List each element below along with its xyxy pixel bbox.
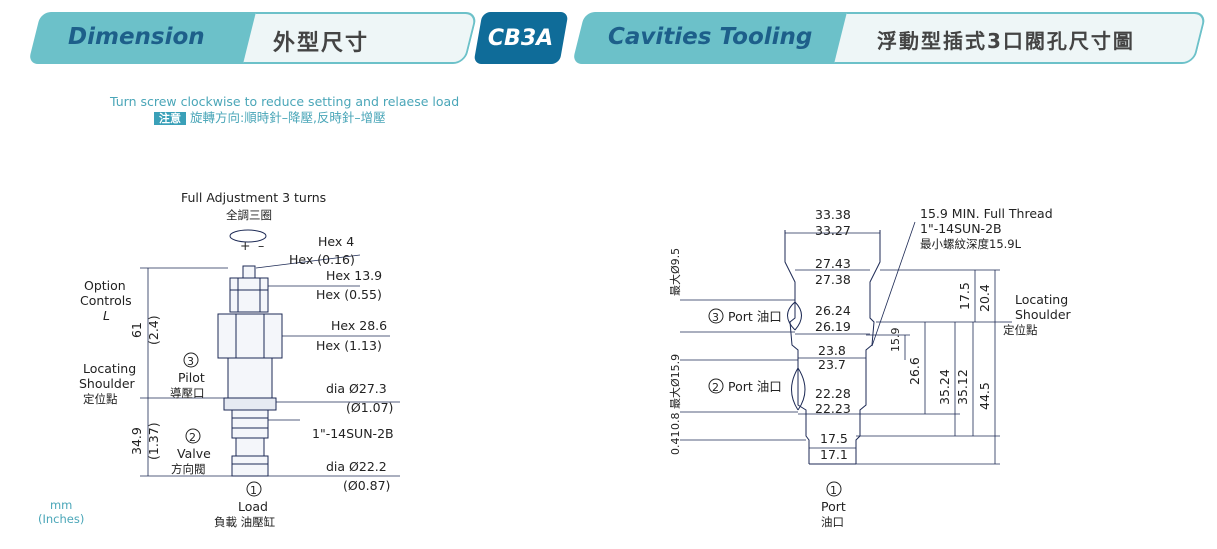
dim-61-inch: (2.4) bbox=[146, 315, 161, 345]
dim-349: 34.9 bbox=[129, 427, 144, 455]
cavity-d1: 33.38 bbox=[815, 207, 851, 222]
adjust-minus: – bbox=[258, 238, 264, 253]
dim-349-inch: (1.37) bbox=[146, 422, 161, 460]
hex28-label: Hex 28.6 bbox=[331, 318, 387, 333]
cavity-d9: 22.28 bbox=[815, 386, 851, 401]
valve-port-cn: 方向閥 bbox=[171, 462, 206, 476]
cavity-max95: 最大Ø9.5 bbox=[668, 248, 682, 296]
cavity-d4: 27.38 bbox=[815, 272, 851, 287]
cavity-v3512: 35.12 bbox=[955, 369, 970, 405]
cavity-thread-1: 15.9 MIN. Full Thread bbox=[920, 206, 1053, 221]
option-controls-2: Controls bbox=[80, 293, 132, 308]
thread-section bbox=[231, 409, 269, 439]
hex-nut-small bbox=[229, 277, 269, 313]
cavities-tab: Cavities Tooling 浮動型插式3口閥孔尺寸圖 bbox=[572, 12, 1207, 64]
cavity-d8: 23.7 bbox=[818, 357, 846, 372]
hex4-inch: Hex (0.16) bbox=[289, 252, 355, 267]
spool-section bbox=[235, 437, 265, 457]
cavity-port2: Port 油口 bbox=[728, 379, 782, 394]
valve-port-en: Valve bbox=[177, 446, 211, 461]
hex-body-large bbox=[217, 313, 283, 359]
cavity-port3: Port 油口 bbox=[728, 309, 782, 324]
valve-nose bbox=[231, 455, 269, 477]
adjust-screw bbox=[242, 265, 256, 279]
cavity-d7: 23.8 bbox=[818, 343, 846, 358]
locating-shoulder bbox=[223, 397, 277, 411]
cavity-d10: 22.23 bbox=[815, 401, 851, 416]
cavity-thread-2: 1"-14SUN-2B bbox=[920, 221, 1002, 236]
dimension-tab: Dimension 外型尺寸 bbox=[28, 12, 478, 64]
hex13-inch: Hex (0.55) bbox=[316, 287, 382, 302]
cavity-d3: 27.43 bbox=[815, 256, 851, 271]
cavities-title: Cavities Tooling bbox=[608, 24, 813, 50]
pilot-port-cn: 導壓口 bbox=[170, 386, 205, 400]
hex4-label: Hex 4 bbox=[318, 234, 354, 249]
cavity-d2: 33.27 bbox=[815, 223, 851, 238]
cavity-v445: 44.5 bbox=[977, 382, 992, 410]
cavity-outline bbox=[784, 230, 881, 465]
cavity-thread-cn: 最小螺紋深度15.9L bbox=[920, 237, 1022, 251]
cavity-d12: 17.1 bbox=[820, 447, 848, 462]
adjust-note-cn: 旋轉方向:順時針–降壓,反時針–增壓 bbox=[190, 110, 386, 125]
cavity-v3524: 35.24 bbox=[937, 369, 952, 405]
cavity-d5: 26.24 bbox=[815, 303, 851, 318]
cavity-locating-2: Shoulder bbox=[1015, 307, 1072, 322]
load-port-en: Load bbox=[238, 499, 268, 514]
cavity-v175: 17.5 bbox=[957, 282, 972, 310]
adjust-note-cn-row: 注意旋轉方向:順時針–降壓,反時針–增壓 bbox=[110, 110, 459, 127]
adjust-note: Turn screw clockwise to reduce setting a… bbox=[110, 94, 459, 127]
option-controls-1: Option bbox=[84, 278, 126, 293]
option-controls-l: L bbox=[103, 308, 110, 323]
cavity-d11: 17.5 bbox=[820, 431, 848, 446]
cavity-v266: 26.6 bbox=[907, 357, 922, 385]
cavity-port1-number: 1 bbox=[830, 484, 837, 497]
units-inches: (Inches) bbox=[38, 512, 85, 526]
rotation-arrow-icon bbox=[229, 229, 267, 243]
cavity-d6: 26.19 bbox=[815, 319, 851, 334]
cavity-port1-en: Port bbox=[821, 499, 846, 514]
load-port-number: 1 bbox=[250, 484, 257, 497]
note-badge: 注意 bbox=[154, 112, 186, 125]
cavity-port1-cn: 油口 bbox=[821, 515, 844, 529]
cavity-min041: 0.41 bbox=[669, 431, 682, 456]
cavity-locating-1: Locating bbox=[1015, 292, 1068, 307]
locating-1: Locating bbox=[83, 361, 136, 376]
adjust-plus: + bbox=[240, 238, 250, 253]
cavity-locating-cn: 定位點 bbox=[1003, 323, 1038, 337]
units-legend: mm (Inches) bbox=[38, 498, 84, 526]
dia22-inch: (Ø0.87) bbox=[343, 478, 390, 493]
units-mm: mm bbox=[49, 498, 73, 512]
cavity-port2-number: 2 bbox=[712, 381, 719, 394]
valve-body bbox=[227, 357, 273, 399]
full-adjust-cn: 全調三圈 bbox=[226, 208, 272, 222]
full-adjust-en: Full Adjustment 3 turns bbox=[181, 190, 326, 205]
valve-thread-label: 1"-14SUN-2B bbox=[312, 426, 394, 441]
hex13-label: Hex 13.9 bbox=[326, 268, 382, 283]
dia27-inch: (Ø1.07) bbox=[346, 400, 393, 415]
cavities-title-cn: 浮動型插式3口閥孔尺寸圖 bbox=[877, 29, 1135, 53]
adjust-note-en: Turn screw clockwise to reduce setting a… bbox=[110, 94, 460, 109]
dimension-title-cn: 外型尺寸 bbox=[273, 31, 370, 56]
cavity-v204: 20.4 bbox=[977, 284, 992, 312]
pilot-port-number: 3 bbox=[187, 355, 194, 368]
valve-port-number: 2 bbox=[189, 431, 196, 444]
cavity-v159: 15.9 bbox=[889, 328, 902, 353]
pilot-port-en: Pilot bbox=[178, 370, 205, 385]
cavity-port3-number: 3 bbox=[712, 311, 719, 324]
dia22-label: dia Ø22.2 bbox=[326, 459, 387, 474]
hex28-inch: Hex (1.13) bbox=[316, 338, 382, 353]
dimension-title: Dimension bbox=[68, 24, 205, 50]
cavity-max159: 0.8 最大Ø15.9 bbox=[668, 354, 682, 430]
locating-cn: 定位點 bbox=[83, 392, 118, 406]
dim-61: 61 bbox=[129, 322, 144, 338]
locating-2: Shoulder bbox=[79, 376, 136, 391]
dia27-label: dia Ø27.3 bbox=[326, 381, 387, 396]
load-port-cn: 負載 油壓缸 bbox=[214, 515, 276, 529]
